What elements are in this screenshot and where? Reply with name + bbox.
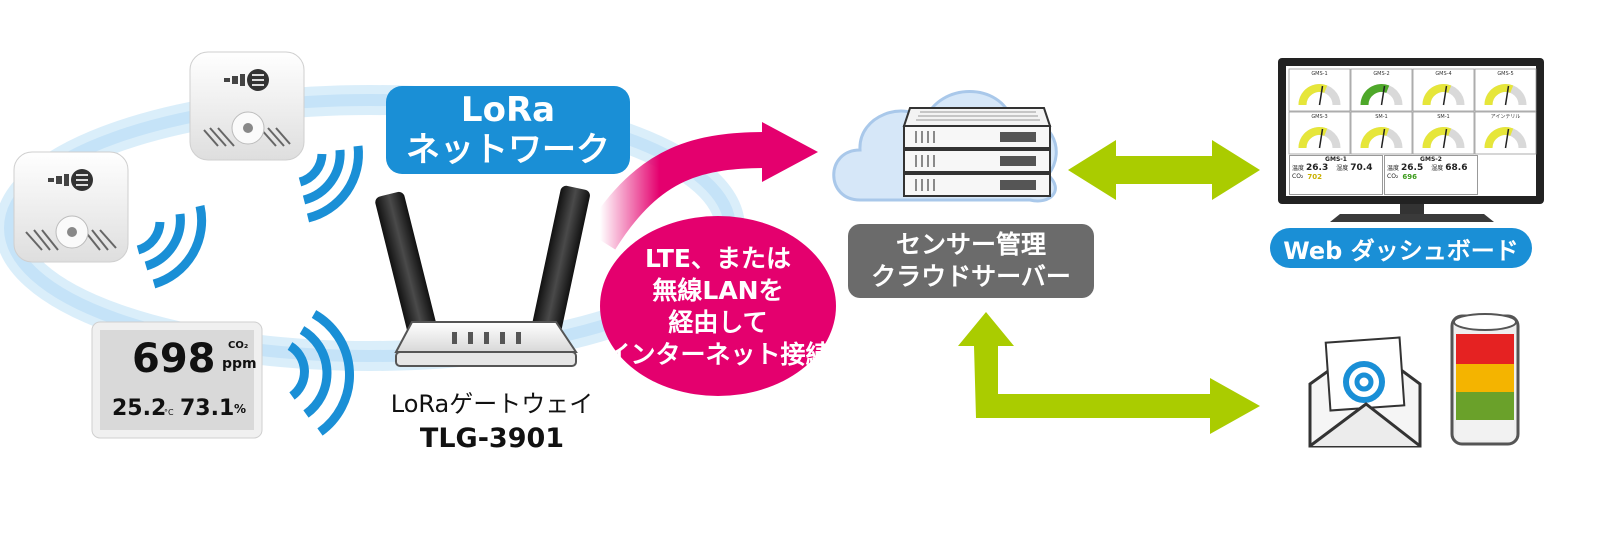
web-dashboard-text: Web ダッシュボード [1283, 236, 1519, 265]
display-co2-value: 698 [132, 336, 216, 382]
signal-icon-top [298, 145, 363, 223]
alert-arrow [958, 312, 1260, 434]
dashboard-panel-1: GMS-1 温度 26.3 湿度 70.4 CO₂ 702 [1289, 155, 1383, 195]
gauge-title: GMS-3 [1311, 114, 1327, 120]
lora-network-line2: ネットワーク [406, 130, 610, 170]
panel-2-hum-label: 湿度 [1431, 165, 1444, 172]
signal-icon-bottom [287, 310, 354, 436]
gauge-title: GMS-2 [1373, 71, 1389, 77]
panel-1-hum-label: 湿度 [1336, 165, 1349, 172]
panel-2-title: GMS-2 [1420, 156, 1442, 163]
server-line2: クラウドサーバー [871, 262, 1071, 291]
panel-1-co2-label: CO₂ [1292, 173, 1304, 180]
signal-icon-left [136, 205, 207, 289]
lora-network-label: LoRa ネットワーク [386, 86, 630, 174]
display-hum-unit: % [234, 402, 247, 416]
gauge-tile: GMS-4 [1412, 68, 1475, 112]
internet-arrow [584, 122, 818, 250]
display-temp-value: 25.2 [112, 396, 167, 421]
gateway-name: LoRaゲートウェイ [390, 390, 594, 418]
server-label: センサー管理 クラウドサーバー [848, 224, 1094, 298]
gateway-model: TLG-3901 [419, 423, 565, 454]
panel-1-title: GMS-1 [1325, 156, 1347, 163]
gauge-tile: SM-1 [1350, 111, 1413, 155]
panel-2-temp-label: 温度 [1387, 165, 1400, 172]
gauge-title: SM-1 [1437, 114, 1449, 120]
gauge-title: アインテリル [1491, 114, 1521, 120]
internet-line2: 無線LANを [652, 276, 784, 305]
display-co2-label: CO₂ [228, 340, 249, 351]
gauge-title: GMS-5 [1497, 71, 1513, 77]
display-temp-unit: °C [164, 408, 174, 417]
server-line1: センサー管理 [895, 230, 1046, 259]
gauge-title: GMS-1 [1311, 71, 1327, 77]
lte-bubble [600, 216, 836, 396]
lora-gateway-router [375, 185, 590, 367]
panel-2-hum: 68.6 [1445, 163, 1468, 173]
gauge-tile: GMS-2 [1350, 68, 1413, 112]
gauge-title: GMS-4 [1435, 71, 1451, 77]
dashboard-panel-2: GMS-2 温度 26.5 湿度 68.6 CO₂ 696 [1384, 155, 1478, 195]
co2-sensor-top [189, 51, 305, 161]
co2-sensor-left [13, 151, 129, 263]
display-co2-unit: ppm [222, 356, 257, 372]
display-hum-value: 73.1 [180, 396, 235, 421]
gauge-tile: SM-1 [1412, 111, 1475, 155]
web-dashboard-label: Web ダッシュボード [1270, 228, 1532, 268]
panel-2-co2-label: CO₂ [1387, 173, 1399, 180]
internet-connection-label: LTE、または 無線LANを 経由して インターネット接続 [600, 218, 836, 396]
gauge-tile: アインテリル [1474, 111, 1537, 155]
gauge-title: SM-1 [1375, 114, 1387, 120]
internet-line3: 経由して [668, 308, 768, 337]
panel-2-temp: 26.5 [1401, 163, 1424, 173]
panel-1-temp-label: 温度 [1292, 165, 1305, 172]
panel-1-co2: 702 [1307, 173, 1322, 181]
dashboard-arrow [1068, 140, 1260, 200]
gauge-tile: GMS-5 [1474, 68, 1537, 112]
signal-tower-light-icon [1450, 313, 1520, 446]
panel-1-temp: 26.3 [1306, 163, 1329, 173]
co2-display-device [91, 321, 263, 439]
lora-network-line1: LoRa [460, 90, 556, 130]
panel-2-co2: 696 [1402, 173, 1417, 181]
internet-line1: LTE、または [645, 244, 791, 273]
gateway-label: LoRaゲートウェイ TLG-3901 [372, 384, 612, 454]
panel-1-hum: 70.4 [1350, 163, 1373, 173]
gauge-tile: GMS-1 [1288, 68, 1351, 112]
internet-line4: インターネット接続 [605, 340, 831, 369]
gauge-tile: GMS-3 [1288, 111, 1351, 155]
server-stack-icon [902, 107, 1052, 197]
email-icon [1308, 336, 1422, 448]
